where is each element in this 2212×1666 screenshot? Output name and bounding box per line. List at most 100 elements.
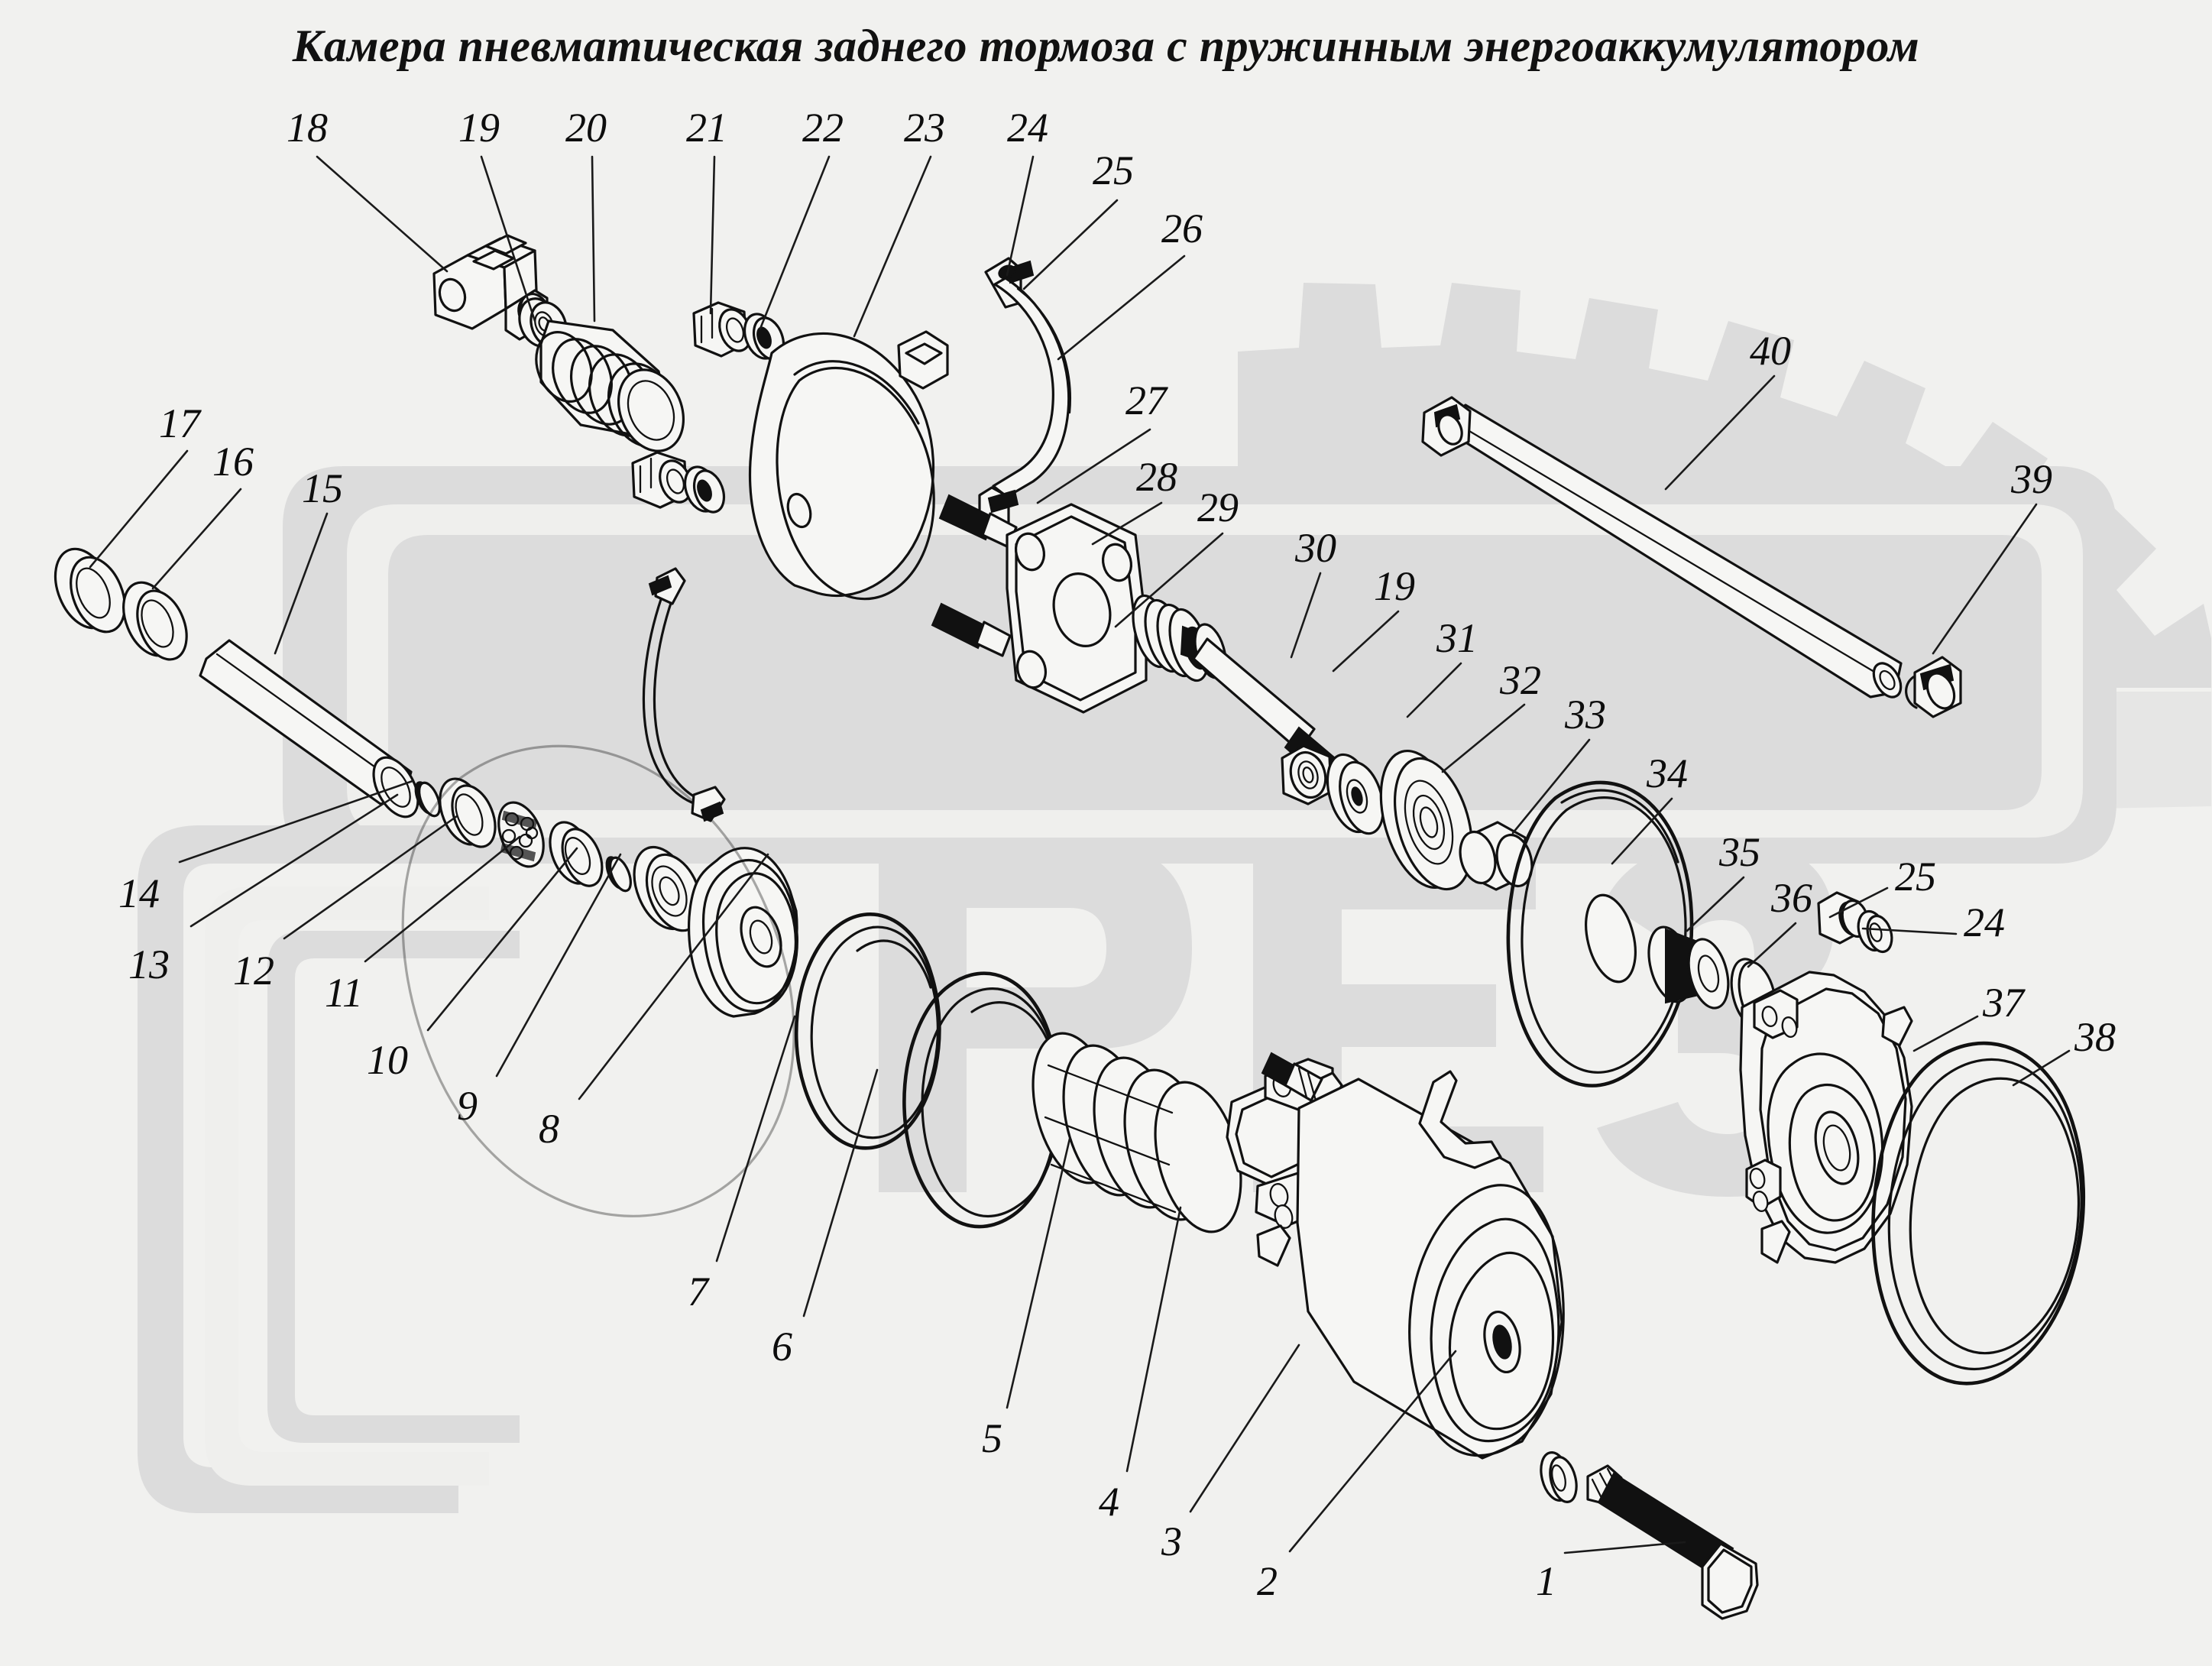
part-11-needle-bearing-cage (497, 801, 545, 868)
leader-line (715, 1015, 796, 1262)
callout-40: 40 (1750, 328, 1791, 374)
leader-line (1288, 1350, 1457, 1553)
callout-12: 12 (233, 948, 274, 993)
callout-21: 21 (686, 105, 727, 151)
part-17-sleeve-ring (53, 547, 126, 634)
part-37-chamber-housing (1739, 971, 1913, 1264)
leader-line (151, 488, 242, 590)
leader-line (1036, 428, 1151, 504)
leader-line (1114, 532, 1224, 628)
part-9-seal-ring (633, 845, 703, 932)
callout-30: 30 (1295, 525, 1336, 571)
part-10-oil-seal-drum (687, 847, 798, 1018)
callout-15: 15 (302, 465, 343, 511)
leader-line (1747, 922, 1797, 968)
callout-4: 4 (1099, 1479, 1119, 1525)
part-40-long-rod (1421, 396, 1903, 698)
leader-line (283, 815, 458, 940)
callout-19: 19 (1374, 563, 1415, 609)
callout-24: 24 (1007, 105, 1048, 151)
callout-24: 24 (1964, 899, 2005, 945)
leader-line (1332, 610, 1400, 673)
part-14-spacer-ring (414, 781, 441, 818)
callout-27: 27 (1125, 378, 1167, 423)
rod-left-clip (1421, 396, 1472, 457)
leader-line (1932, 503, 2038, 655)
part-5-power-spring (1032, 1032, 1242, 1233)
part-8-washer-small (605, 856, 632, 893)
leader-line (1006, 1137, 1071, 1409)
leader-line (802, 1068, 879, 1318)
callout-26: 26 (1161, 206, 1203, 251)
part-21-hex-nut (692, 301, 752, 358)
page-title: Камера пневматическая заднего тормоза с … (292, 21, 1920, 71)
leader-line (759, 155, 831, 330)
leader-line (1189, 1343, 1300, 1513)
leader-line (1406, 662, 1462, 718)
leader-line (426, 847, 578, 1032)
callout-17: 17 (159, 400, 200, 446)
part-34-diaphragm-large (1506, 780, 1694, 1087)
part-washer-lower (683, 465, 726, 514)
callout-14: 14 (118, 870, 160, 916)
leader-line (1686, 876, 1745, 932)
leader-line (274, 512, 329, 655)
leader-line (1861, 927, 1958, 935)
part-12-bushing-ring (549, 821, 604, 887)
callout-25: 25 (1895, 854, 1936, 899)
part-32-piston-disc (1379, 749, 1474, 891)
leader-line (1511, 738, 1591, 835)
part-2-flat-washer (1540, 1451, 1578, 1503)
callout-20: 20 (565, 105, 607, 151)
part-28-mounting-flange (1006, 503, 1148, 714)
callout-25: 25 (1093, 147, 1134, 193)
callout-31: 31 (1436, 615, 1478, 661)
callout-18: 18 (287, 105, 328, 151)
leader-line (709, 155, 716, 315)
part-26-bracket-strap (978, 257, 1071, 536)
leader-line (1022, 199, 1119, 290)
leader-line (1664, 374, 1776, 491)
callout-10: 10 (367, 1037, 408, 1083)
leader-line (1912, 1015, 1979, 1052)
callout-5: 5 (982, 1415, 1002, 1461)
callout-3: 3 (1161, 1519, 1182, 1564)
part-20-rubber-boot (535, 319, 685, 452)
part-1-hex-head-bolt (1586, 1464, 1759, 1620)
leader-line (2012, 1049, 2071, 1087)
leader-line (178, 780, 414, 864)
watermark-lower-frame (138, 825, 520, 1513)
part-hex-nut-lower (631, 451, 692, 509)
part-7-diaphragm-ring (794, 912, 941, 1150)
leader-line (1091, 501, 1163, 546)
part-27-stud-top (1261, 1052, 1323, 1102)
callout-2: 2 (1257, 1558, 1278, 1604)
part-25-washer-right (1857, 909, 1893, 954)
leader-line (1828, 886, 1889, 919)
part-38-o-ring-large (1871, 1041, 2085, 1386)
part-22-washer-upper (743, 313, 785, 361)
leader-line (316, 155, 449, 273)
callout-32: 32 (1500, 657, 1541, 703)
leader-line (853, 155, 932, 338)
callout-33: 33 (1565, 692, 1606, 737)
callout-34: 34 (1647, 750, 1688, 796)
callout-8: 8 (539, 1106, 559, 1152)
leader-line (1563, 1541, 1686, 1554)
part-3-spring-chamber-cylinder (1296, 1070, 1565, 1460)
callout-29: 29 (1197, 485, 1239, 530)
part-22-flange-ring-bottom (401, 744, 795, 1217)
part-31-cup-washer (1326, 753, 1385, 835)
callout-39: 39 (2011, 456, 2052, 502)
callout-19: 19 (458, 105, 500, 151)
leader-line (1125, 1206, 1182, 1473)
callout-22: 22 (802, 105, 844, 151)
callout-38: 38 (2074, 1014, 2116, 1060)
leader-line (89, 449, 189, 569)
leader-line (480, 155, 536, 323)
leader-line (591, 155, 596, 323)
part-23-end-cover-plate (748, 330, 949, 601)
